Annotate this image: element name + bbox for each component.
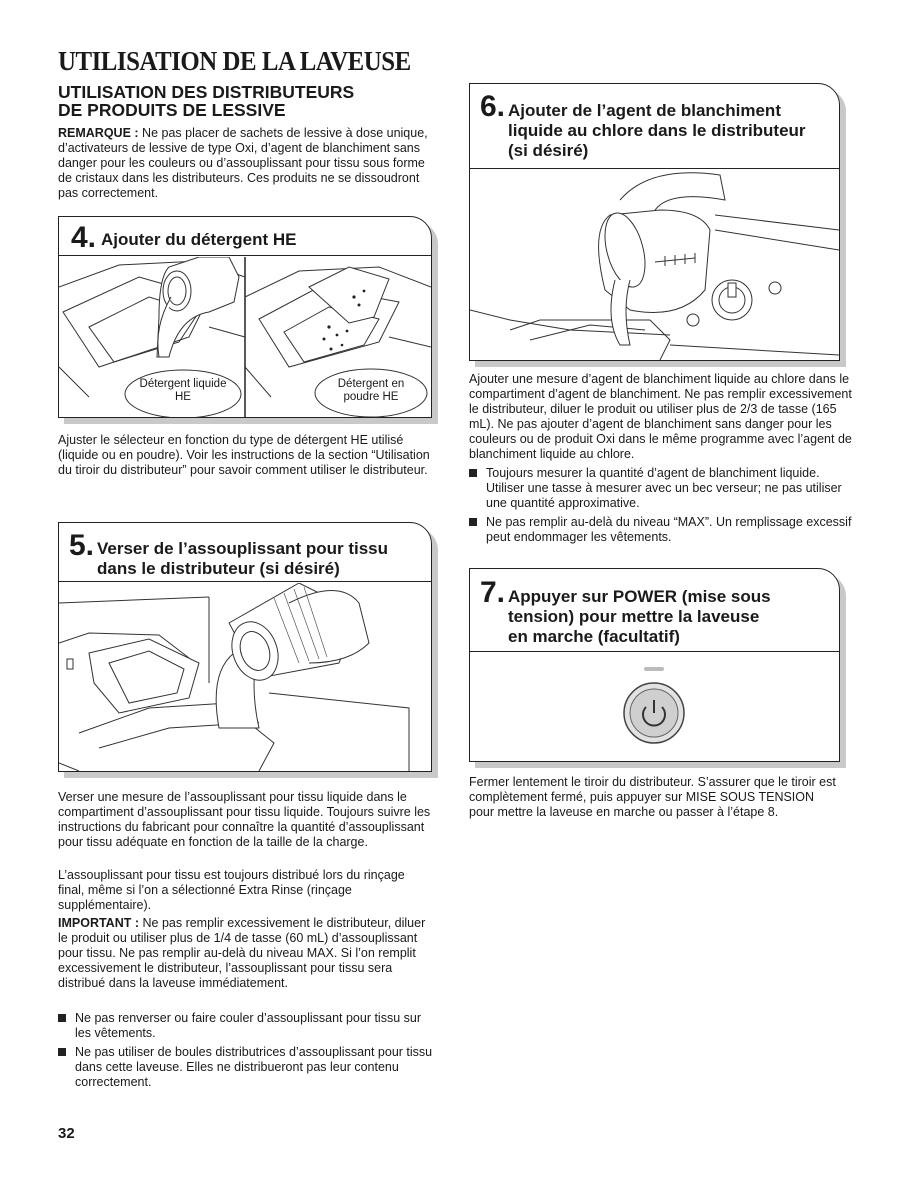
bullet-square-icon (469, 518, 477, 526)
step5-important: IMPORTANT : Ne pas remplir excessivement… (58, 916, 433, 991)
powder-detergent-caption: Détergent en poudre HE (315, 378, 427, 404)
step7-title: Appuyer sur POWER (mise sous tension) po… (508, 587, 771, 647)
step6-title-line1: Ajouter de l’agent de blanchiment (508, 101, 781, 120)
step7-title-line3: en marche (facultatif) (508, 627, 680, 646)
step7-title-line1: Appuyer sur POWER (mise sous (508, 587, 771, 606)
section-title-line1: UTILISATION DES DISTRIBUTEURS (58, 82, 355, 102)
list-item-text: Ne pas remplir au-delà du niveau “MAX”. … (486, 515, 852, 544)
power-button-illustration (623, 667, 685, 744)
step7-number: 7. (480, 576, 506, 609)
list-item-text: Ne pas renverser ou faire couler d’assou… (75, 1011, 422, 1040)
remark-label: REMARQUE : (58, 126, 139, 140)
step4-body: Ajuster le sélecteur en fonction du type… (58, 433, 430, 477)
page-number: 32 (58, 1125, 75, 1142)
step6-bullets: Toujours mesurer la quantité d’agent de … (469, 466, 859, 549)
step4-card: 4. Ajouter du détergent HE (58, 216, 432, 418)
list-item-text: Toujours mesurer la quantité d’agent de … (486, 466, 842, 510)
section-title: UTILISATION DES DISTRIBUTEURS DE PRODUIT… (58, 83, 418, 119)
step7-header: 7. Appuyer sur POWER (mise sous tension)… (470, 569, 839, 652)
step5-bullets: Ne pas renverser ou faire couler d’assou… (58, 1011, 433, 1094)
important-text: Ne pas remplir excessivement le distribu… (58, 916, 426, 990)
liquid-detergent-caption-line2: HE (175, 391, 191, 403)
step5-illustration (59, 583, 431, 771)
important-label: IMPORTANT : (58, 916, 140, 930)
liquid-detergent-caption-line1: Détergent liquide (139, 378, 227, 390)
remark-text: Ne pas placer de sachets de lessive à do… (58, 126, 428, 200)
step6-body: Ajouter une mesure d’agent de blanchimen… (469, 372, 852, 461)
step4-illustration: Détergent liquide HE Détergent en poudre… (59, 257, 431, 417)
step5-number: 5. (69, 529, 95, 562)
step7-card: 7. Appuyer sur POWER (mise sous tension)… (469, 568, 840, 762)
step6-title: Ajouter de l’agent de blanchiment liquid… (508, 101, 806, 161)
list-item: Ne pas utiliser de boules distributrices… (58, 1045, 433, 1090)
step7-illustration (470, 653, 839, 761)
liquid-detergent-caption: Détergent liquide HE (125, 378, 241, 404)
bullet-square-icon (58, 1048, 66, 1056)
step5-card: 5. Verser de l’assouplissant pour tissu … (58, 522, 432, 772)
step5-title-line1: Verser de l’assouplissant pour tissu (97, 539, 388, 558)
step5-title: Verser de l’assouplissant pour tissu dan… (97, 539, 388, 579)
step4-header: 4. Ajouter du détergent HE (59, 217, 431, 256)
step5-header: 5. Verser de l’assouplissant pour tissu … (59, 523, 431, 582)
step6-illustration (470, 170, 839, 360)
bleach-dispenser-illustration (470, 172, 839, 360)
step5-para1: Verser une mesure de l’assouplissant pou… (58, 790, 431, 849)
step6-title-line2: liquide au chlore dans le distributeur (508, 121, 806, 140)
detergent-dispenser-illustration (59, 257, 431, 417)
step7-title-line2: tension) pour mettre la laveuse (508, 607, 760, 626)
powder-detergent-caption-line2: poudre HE (343, 391, 399, 403)
step7-body: Fermer lentement le tiroir du distribute… (469, 775, 836, 819)
list-item: Ne pas renverser ou faire couler d’assou… (58, 1011, 433, 1041)
step6-header: 6. Ajouter de l’agent de blanchiment liq… (470, 84, 839, 169)
list-item: Toujours mesurer la quantité d’agent de … (469, 466, 859, 511)
list-item-text: Ne pas utiliser de boules distributrices… (75, 1045, 433, 1089)
step4-title: Ajouter du détergent HE (101, 230, 297, 249)
powder-detergent-caption-line1: Détergent en (337, 378, 405, 390)
step6-title-line3: (si désiré) (508, 141, 589, 160)
step6-number: 6. (480, 90, 506, 123)
section-title-line2: DE PRODUITS DE LESSIVE (58, 100, 286, 120)
step5-title-line2: dans le distributeur (si désiré) (97, 559, 340, 578)
power-icon (642, 700, 666, 727)
remark-paragraph: REMARQUE : Ne pas placer de sachets de l… (58, 126, 433, 201)
step4-number: 4. (71, 221, 97, 254)
step5-para2: L’assouplissant pour tissu est toujours … (58, 868, 405, 912)
bullet-square-icon (58, 1014, 66, 1022)
list-item: Ne pas remplir au-delà du niveau “MAX”. … (469, 515, 859, 545)
bullet-square-icon (469, 469, 477, 477)
softener-dispenser-illustration (59, 583, 410, 771)
step6-card: 6. Ajouter de l’agent de blanchiment liq… (469, 83, 840, 361)
page-title: UTILISATION DE LA LAVEUSE (58, 46, 411, 76)
